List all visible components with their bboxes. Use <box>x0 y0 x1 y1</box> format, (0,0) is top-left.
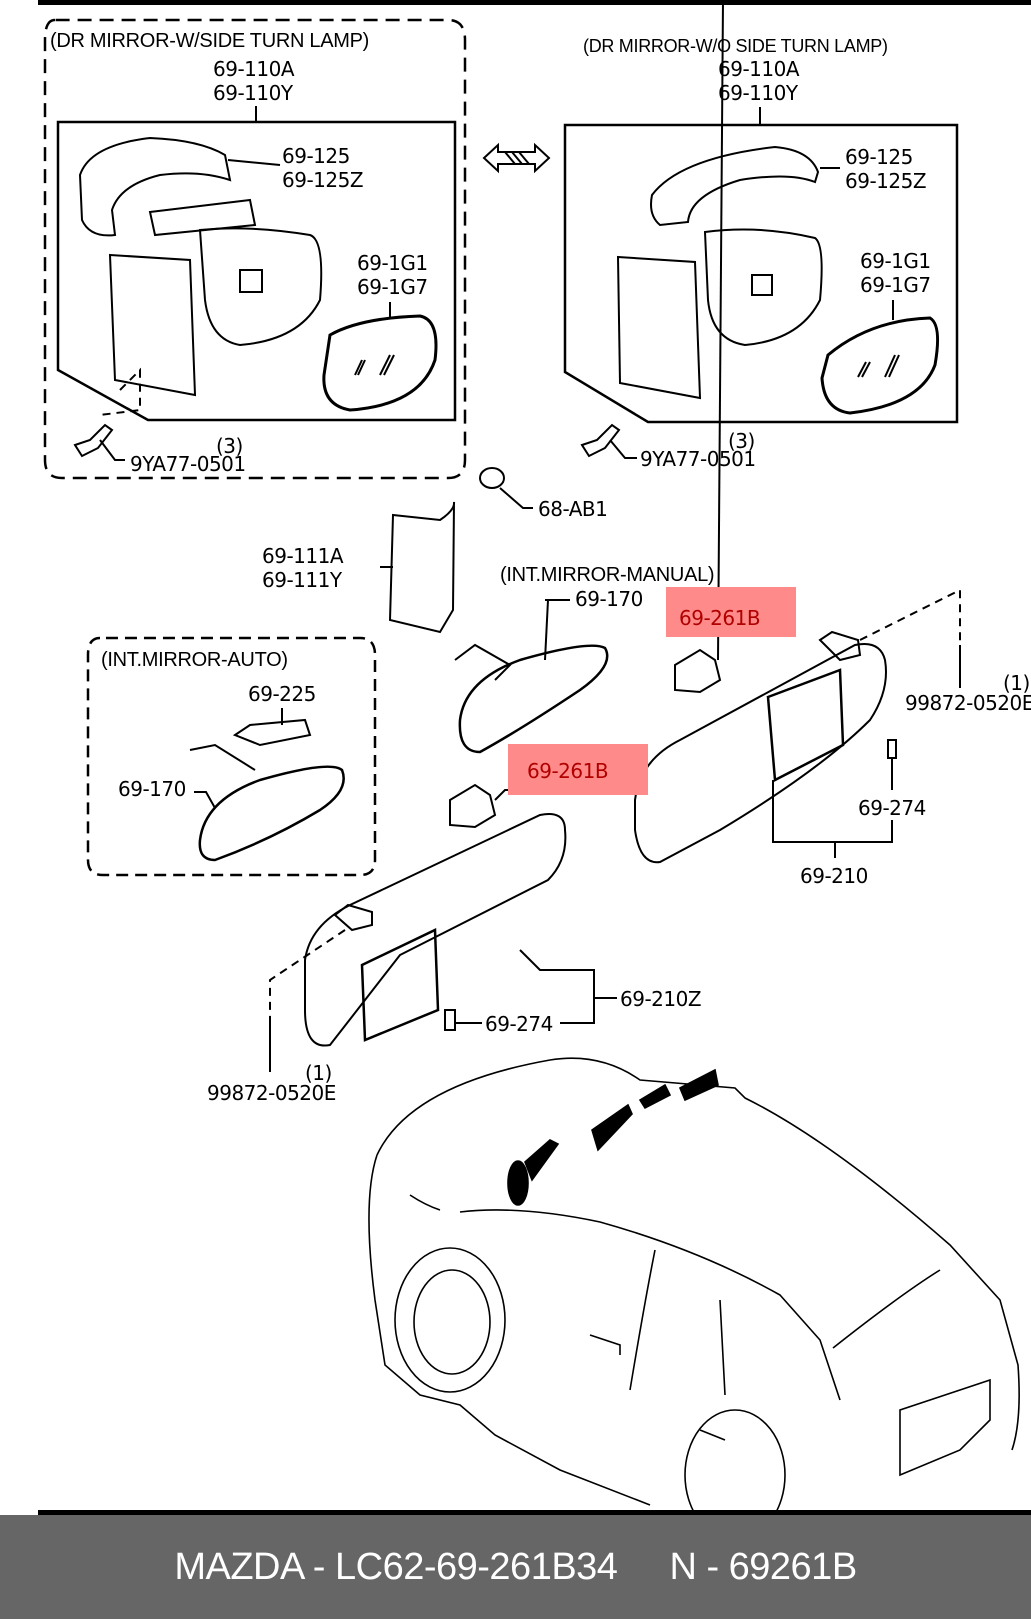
part-label-highlighted[interactable]: 69-261B <box>679 606 761 630</box>
part-label[interactable]: 69-125Z <box>282 168 364 192</box>
footer-short-code: N - 69261B <box>669 1545 857 1588</box>
mirror-cover-part <box>650 145 820 227</box>
part-label[interactable]: 69-1G7 <box>860 273 931 297</box>
sun-visor-highlight <box>507 1160 529 1206</box>
group-title-dr-mirror-with-lamp: (DR MIRROR-W/SIDE TURN LAMP) <box>50 30 370 52</box>
garnish-part <box>388 501 456 634</box>
dr-mirror-with-lamp-box <box>56 120 457 422</box>
part-label[interactable]: 69-274 <box>858 796 926 820</box>
mirror-housing-part <box>616 255 702 400</box>
top-border <box>38 0 1031 5</box>
part-label[interactable]: 69-110Y <box>718 81 798 105</box>
part-label[interactable]: 69-210 <box>800 864 868 888</box>
visor-holder-part <box>449 783 497 829</box>
mirror-housing-part <box>108 253 197 397</box>
mirror-glass-part <box>322 314 438 412</box>
part-label[interactable]: 9YA77-0501 <box>130 452 246 476</box>
clip-part <box>479 467 505 489</box>
part-label[interactable]: 69-125Z <box>845 169 927 193</box>
interior-mirror-manual-part <box>458 644 609 754</box>
part-label[interactable]: 69-1G7 <box>357 275 428 299</box>
left-sun-visor-part <box>304 813 567 1047</box>
visor-holder-part <box>674 648 722 694</box>
mirror-glass-part <box>820 316 940 415</box>
quantity-label: (1) <box>1003 671 1030 695</box>
quantity-label: (3) <box>216 434 243 458</box>
bottom-border <box>38 1510 1031 1515</box>
dr-mirror-with-lamp-group-border <box>43 18 467 480</box>
interchange-arrow <box>482 142 551 174</box>
part-label[interactable]: 69-170 <box>575 587 643 611</box>
dr-mirror-without-lamp-box <box>563 123 959 424</box>
part-label[interactable]: 69-125 <box>845 145 913 169</box>
part-label[interactable]: 69-125 <box>282 144 350 168</box>
parts-diagram: (DR MIRROR-W/SIDE TURN LAMP) 69-110A 69-… <box>38 0 1031 1515</box>
quantity-label: (1) <box>305 1061 332 1085</box>
mirror-cover-part <box>78 136 232 237</box>
part-label-highlighted[interactable]: 69-261B <box>527 759 609 783</box>
footer-part-number: MAZDA - LC62-69-261B34 <box>174 1545 618 1588</box>
part-label[interactable]: 69-1G1 <box>357 251 428 275</box>
part-label[interactable]: 69-110A <box>718 57 800 81</box>
part-label[interactable]: 69-210Z <box>620 987 702 1011</box>
part-label[interactable]: 69-111Y <box>262 568 342 592</box>
highlight-visor-holder-right[interactable]: 69-261B <box>666 587 796 637</box>
footer-caption-bar: MAZDA - LC62-69-261B34 N - 69261B <box>0 1515 1031 1619</box>
part-label[interactable]: 69-225 <box>248 682 316 706</box>
part-label[interactable]: 69-111A <box>262 544 344 568</box>
vehicle-outline <box>368 1057 1020 1515</box>
part-label[interactable]: 69-274 <box>485 1012 553 1036</box>
part-label[interactable]: 68-AB1 <box>538 497 608 521</box>
interior-mirror-auto-part <box>198 765 345 862</box>
group-title-int-mirror-manual: (INT.MIRROR-MANUAL) <box>500 564 715 586</box>
part-label[interactable]: 69-110A <box>213 57 295 81</box>
highlight-visor-holder-left[interactable]: 69-261B <box>508 744 648 795</box>
part-label[interactable]: 99872-0520E <box>207 1081 336 1105</box>
group-title-dr-mirror-without-lamp: (DR MIRROR-W/O SIDE TURN LAMP) <box>583 36 888 56</box>
part-label[interactable]: 9YA77-0501 <box>640 447 756 471</box>
part-label[interactable]: 99872-0520E <box>905 691 1031 715</box>
part-label[interactable]: 69-170 <box>118 777 186 801</box>
bolt-part <box>580 423 621 458</box>
bolt-part <box>73 423 114 458</box>
quantity-label: (3) <box>728 429 755 453</box>
part-label[interactable]: 69-110Y <box>213 81 293 105</box>
rain-sensor-cover-part <box>232 718 312 747</box>
int-mirror-auto-group-border <box>86 636 377 877</box>
right-sun-visor-part <box>634 643 887 864</box>
group-title-int-mirror-auto: (INT.MIRROR-AUTO) <box>101 649 288 671</box>
diagram-artwork <box>43 0 1020 1515</box>
part-label[interactable]: 69-1G1 <box>860 249 931 273</box>
